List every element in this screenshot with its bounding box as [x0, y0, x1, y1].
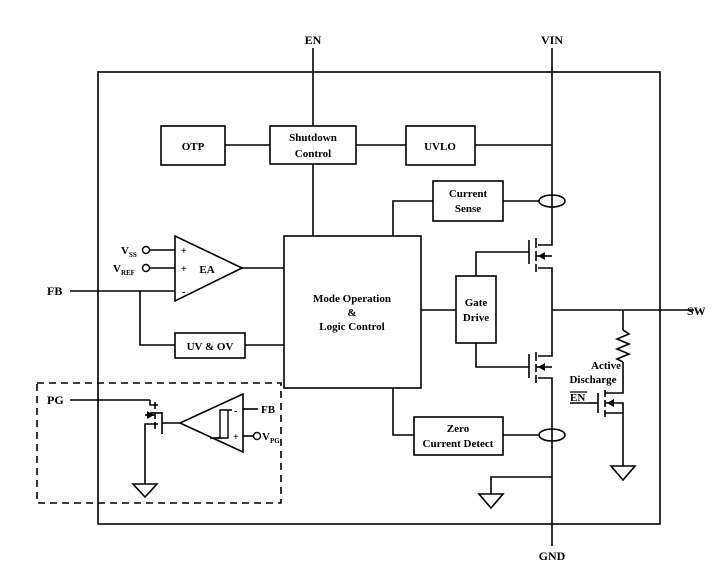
otp-label: OTP	[182, 141, 205, 153]
ea-minus: -	[182, 287, 185, 298]
mode-label-2: &	[347, 307, 356, 319]
current-sense-coil-icon	[538, 194, 566, 208]
zero-current-detect-block: Zero Current Detect	[413, 416, 504, 456]
zero-current-coil-icon	[538, 428, 566, 442]
shutdown-control-block: Shutdown Control	[269, 125, 357, 165]
ea-plus-2: +	[181, 264, 187, 275]
mode-label-1: Mode Operation	[313, 293, 391, 305]
shutdown-label-2: Control	[295, 148, 331, 160]
active-discharge-label-1: Active	[591, 360, 621, 372]
mode-label-3: Logic Control	[319, 321, 385, 333]
pin-fb-label: FB	[47, 284, 62, 298]
discharge-resistor-icon	[614, 329, 632, 363]
high-side-mosfet-icon	[528, 238, 552, 272]
otp-block: OTP	[160, 125, 226, 166]
pin-en-label: EN	[305, 33, 322, 47]
comp-plus: +	[233, 432, 239, 443]
current-sense-label-1: Current	[449, 188, 488, 200]
error-amplifier: + + - EA	[174, 234, 244, 303]
uv-ov-block: UV & OV	[174, 332, 246, 359]
vref-terminal-icon	[141, 263, 151, 273]
pg-section-outline	[36, 382, 282, 504]
mode-operation-block: Mode Operation & Logic Control	[283, 235, 422, 389]
gate-label-2: Drive	[463, 312, 489, 324]
ic-outline	[97, 71, 661, 525]
shutdown-label-1: Shutdown	[289, 132, 337, 144]
current-sense-block: Current Sense	[432, 180, 504, 222]
current-sense-label-2: Sense	[455, 203, 481, 215]
vss-terminal-icon	[141, 245, 151, 255]
comp-fb-label: FB	[261, 404, 276, 416]
pin-pg-label: PG	[47, 393, 64, 407]
pin-gnd-label: GND	[539, 549, 566, 563]
pin-vin-label: VIN	[541, 33, 563, 47]
gate-drive-block: Gate Drive	[455, 275, 497, 344]
pin-sw-label: SW	[687, 304, 706, 318]
zcd-label-1: Zero	[447, 423, 470, 435]
ground-icon-pg	[131, 483, 159, 499]
pg-mosfet-icon	[145, 402, 163, 434]
vref-label: VREF	[113, 263, 135, 277]
active-discharge-label-2: Discharge	[569, 374, 616, 386]
uvlo-label: UVLO	[424, 141, 456, 153]
ground-icon-discharge	[609, 465, 637, 482]
vss-label: VSS	[121, 245, 137, 259]
pg-comparator-icon: - +	[178, 392, 244, 454]
wires	[70, 48, 694, 546]
en-bar-label: EN	[570, 392, 585, 404]
zcd-label-2: Current Detect	[423, 438, 494, 450]
ground-icon-internal	[477, 493, 505, 510]
low-side-mosfet-icon	[528, 352, 552, 383]
discharge-mosfet-icon	[589, 390, 624, 417]
vpg-label: VPG	[262, 431, 280, 445]
ea-label: EA	[199, 264, 214, 276]
uv-ov-label: UV & OV	[187, 341, 234, 353]
comp-minus: -	[234, 406, 237, 417]
vpg-terminal-icon	[252, 431, 262, 441]
gate-label-1: Gate	[465, 297, 488, 309]
uvlo-block: UVLO	[405, 125, 476, 166]
ea-plus-1: +	[181, 246, 187, 257]
